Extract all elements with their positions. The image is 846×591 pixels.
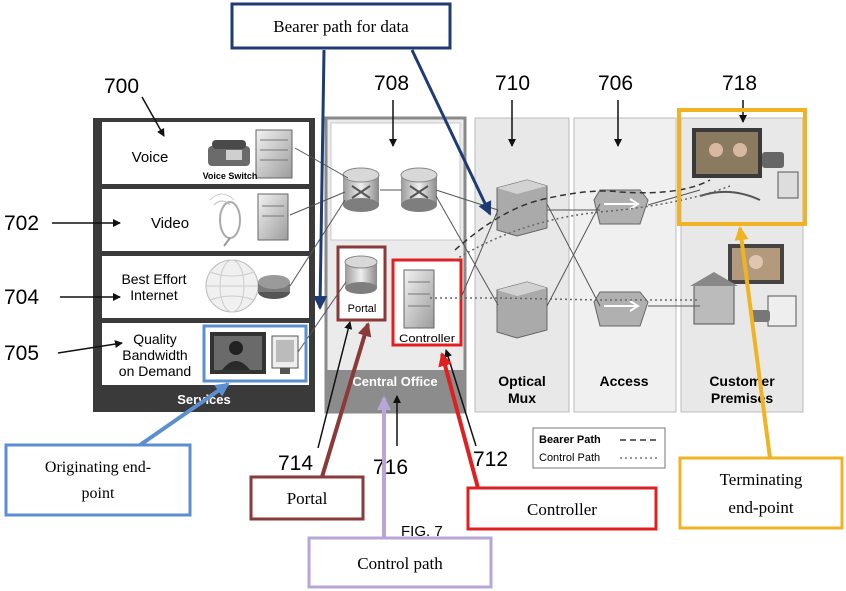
quality-label-line2: Bandwidth	[122, 347, 187, 363]
phone-icon	[208, 140, 250, 166]
connection-lines	[289, 147, 701, 353]
video-server-icon	[257, 193, 289, 241]
ref-708: 708	[374, 72, 409, 95]
home-theater-icon	[692, 128, 799, 201]
ref-712: 712	[473, 448, 508, 471]
ref-706: 706	[598, 72, 633, 95]
terminating-endpoint-text-line1: Terminating	[720, 470, 803, 489]
customer-label-line1: Customer	[709, 373, 775, 389]
originating-endpoint-highlight-box	[202, 324, 308, 383]
voice-switch-server-icon	[255, 129, 293, 179]
central-office-footer: Central Office	[352, 374, 437, 389]
originating-endpoint-text-line1: Originating end-	[45, 459, 151, 476]
ref-700: 700	[104, 75, 139, 98]
optical-mux-top-icon	[496, 179, 548, 237]
video-label: Video	[151, 215, 189, 232]
voice-label: Voice	[132, 149, 169, 166]
ref-714: 714	[278, 452, 313, 475]
portal-cylinder-icon	[344, 255, 378, 294]
customer-label-line2: Premises	[711, 390, 773, 406]
quality-label-line3: on Demand	[119, 363, 191, 379]
access-switch-bottom-icon	[593, 291, 649, 327]
globe-icon	[205, 259, 259, 313]
ref-710: 710	[495, 72, 530, 95]
monitor-icon	[271, 335, 299, 374]
core-router-left-icon	[342, 167, 380, 212]
portal-inner-label: Portal	[348, 303, 377, 315]
bearer-path-callout: Bearer path for data	[230, 2, 492, 310]
access-switch-top-icon	[593, 189, 649, 225]
control-path-line	[430, 185, 731, 301]
bearer-path-line	[454, 179, 711, 251]
ref-716: 716	[373, 456, 408, 479]
optical-mux-label-line2: Mux	[508, 390, 536, 406]
legend-bearer-label: Bearer Path	[539, 434, 601, 446]
voice-switch-label: Voice Switch	[203, 171, 258, 181]
optical-mux-label-line1: Optical	[498, 373, 545, 389]
access-label: Access	[599, 373, 648, 389]
ref-702: 702	[4, 212, 39, 235]
ref-704: 704	[4, 286, 39, 309]
video-conference-screen-icon	[210, 332, 266, 374]
reference-numerals: 700 702 704 705 708 710 706 718 714 716 …	[4, 72, 757, 479]
house-office-icon	[690, 244, 797, 327]
terminating-endpoint-text-line2: end-point	[728, 498, 793, 517]
control-path-callout: Control path	[307, 396, 493, 589]
terminating-endpoint-callout: Terminating end-point	[678, 226, 844, 530]
ref-718: 718	[722, 72, 757, 95]
quality-label-line1: Quality	[133, 331, 177, 347]
central-office-panel: Central Office Portal	[324, 116, 467, 414]
core-router-right-icon	[400, 167, 438, 212]
originating-endpoint-text-line2: point	[82, 485, 115, 502]
bearer-path-callout-text: Bearer path for data	[273, 17, 409, 36]
originating-endpoint-callout: Originating end- point	[4, 382, 230, 517]
figure-caption: FIG. 7	[401, 523, 443, 540]
best-effort-label-line2: Internet	[130, 287, 178, 303]
router-icon	[258, 275, 290, 299]
terminating-endpoint-highlight-box	[677, 108, 807, 226]
control-path-callout-text: Control path	[357, 554, 443, 573]
optical-mux-bottom-icon	[496, 281, 548, 339]
controller-callout-text: Controller	[527, 500, 597, 519]
controller-inner-label: Controller	[399, 333, 455, 345]
controller-callout: Controller	[438, 352, 658, 531]
optical-mux-panel: Optical Mux	[474, 117, 570, 413]
portal-callout-text: Portal	[287, 489, 328, 508]
satellite-dish-icon	[209, 193, 241, 247]
ref-705: 705	[4, 342, 39, 365]
controller-server-icon	[403, 269, 435, 329]
customer-premises-panel: Customer Premises	[680, 117, 804, 413]
portal-callout: Portal	[249, 322, 372, 521]
access-panel: Access	[573, 117, 677, 413]
best-effort-label-line1: Best Effort	[121, 271, 186, 287]
legend-control-label: Control Path	[539, 452, 600, 464]
legend: Bearer Path Control Path	[532, 427, 666, 469]
